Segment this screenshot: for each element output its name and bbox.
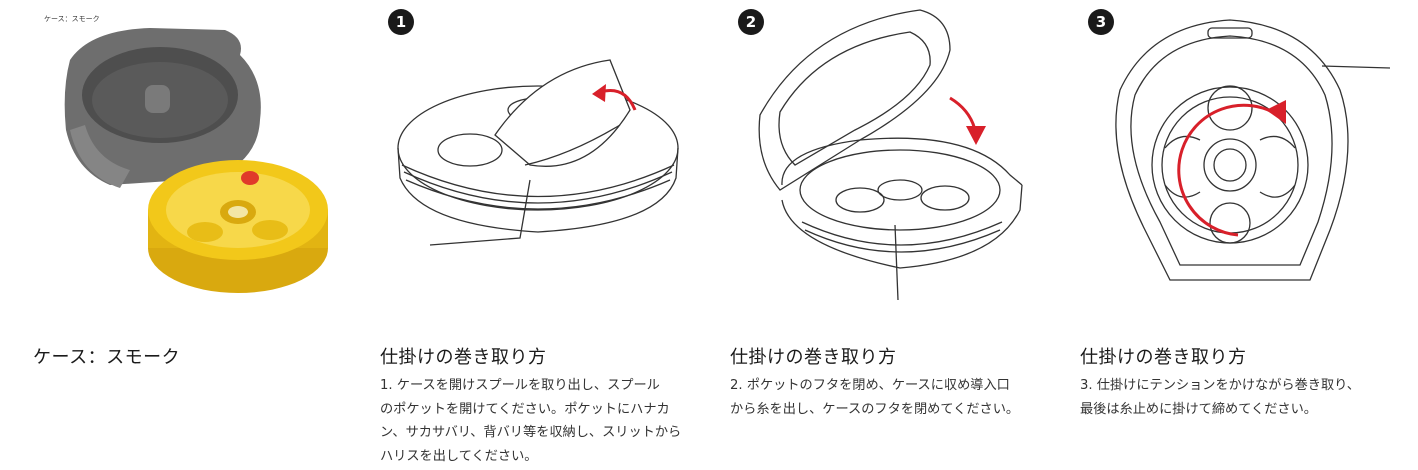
step-3-illustration [1115,19,1391,281]
step-3-panel: 3 仕掛けの巻き取り方 3. 仕掛けにテンションをかけながら巻き取り、 最後は糸… [1060,0,1418,470]
desc-line: 最後は糸止めに掛けて締めてください。 [1080,401,1317,417]
desc-line: 3. 仕掛けにテンションをかけながら巻き取り、 [1080,378,1360,393]
step-2-illustration [758,9,1023,301]
step-2-panel: 2 仕掛けの巻き取り方 2. ポケットのフタを閉め、ケースに収め導入口 から糸を… [710,0,1060,470]
step-number-badge: 1 [388,9,414,35]
arrow-icon [949,96,977,131]
desc-line: ン、サカサバリ、背バリ等を収納し、スリットから [380,425,682,440]
desc-line: 2. ポケットのフタを閉め、ケースに収め導入口 [730,378,1010,393]
step-title: 仕掛けの巻き取り方 [380,347,547,368]
step-title: 仕掛けの巻き取り方 [730,347,897,368]
step-description: 3. 仕掛けにテンションをかけながら巻き取り、 最後は糸止めに掛けて締めてくださ… [1080,374,1400,421]
desc-line: 1. ケースを開けスプールを取り出し、スプール [380,378,660,393]
step-1-illustration [397,59,679,246]
product-image [64,28,328,293]
step-description: 2. ポケットのフタを閉め、ケースに収め導入口 から糸を出し、ケースのフタを閉め… [730,374,1060,421]
red-dot [241,171,259,185]
rotate-arrow-icon [1177,103,1279,237]
desc-line: ハリスを出してください。 [380,448,538,464]
step-1-panel: 1 仕掛けの巻き取り方 1. ケースを開けスプールを取り出し、スプール のポケッ… [360,0,710,470]
product-caption: ケース：スモーク [33,347,181,368]
desc-line: のポケットを開けてください。ポケットにハナカ [380,401,670,417]
step-number-badge: 3 [1088,9,1114,35]
desc-line: から糸を出し、ケースのフタを閉めてください。 [730,401,1020,417]
product-small-caption: ケース：スモーク [44,15,100,23]
product-panel: ケース：スモーク ケース：スモーク [0,0,360,470]
step-title: 仕掛けの巻き取り方 [1080,347,1247,368]
step-number-badge: 2 [738,9,764,35]
step-description: 1. ケースを開けスプールを取り出し、スプール のポケットを開けてください。ポケ… [380,374,700,468]
